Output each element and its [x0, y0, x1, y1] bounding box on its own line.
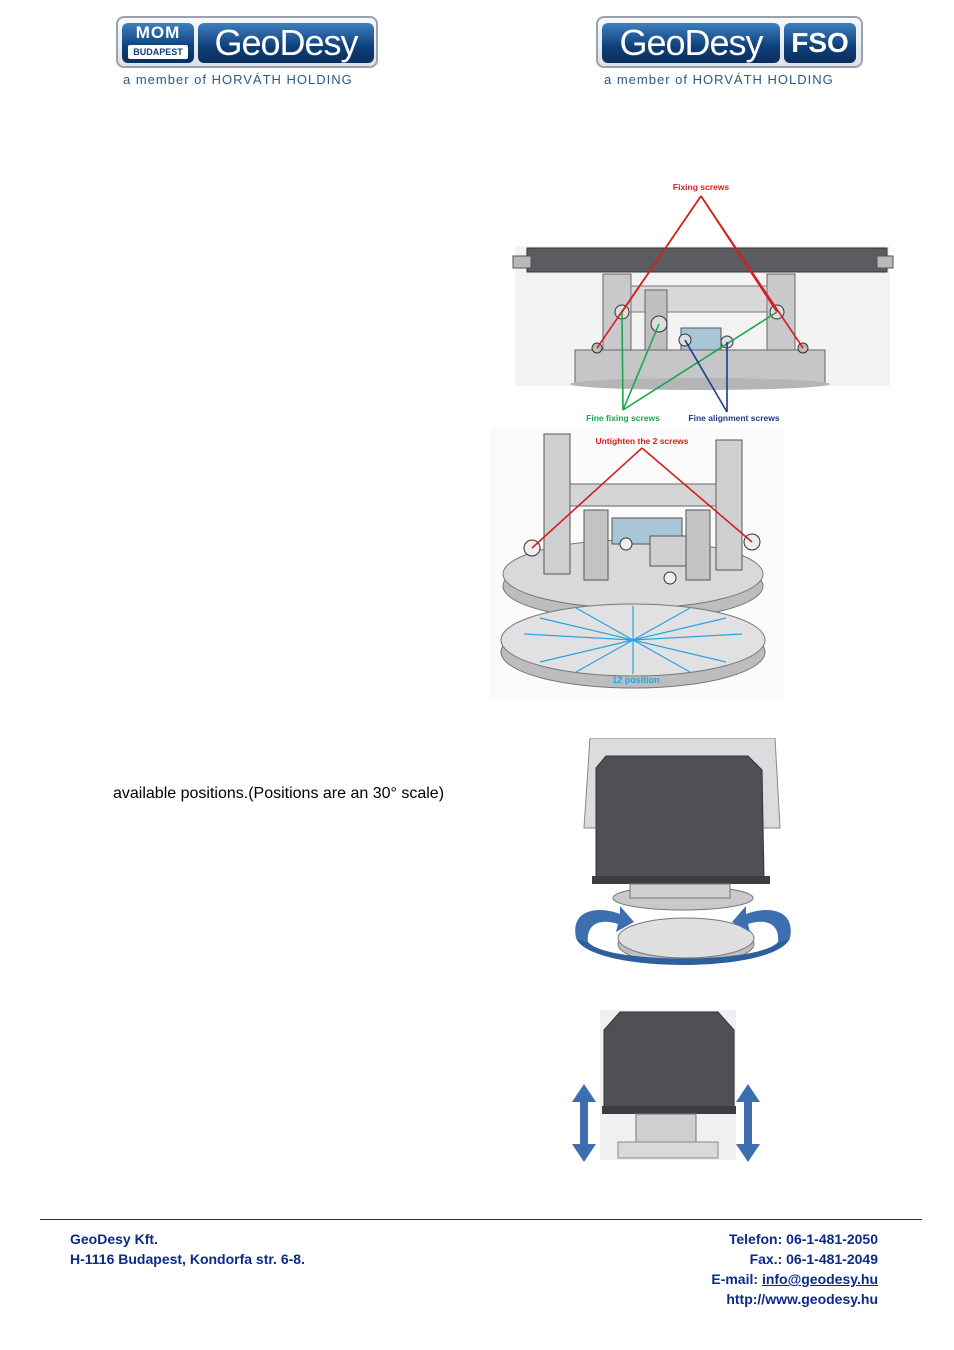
email-link[interactable]: info@geodesy.hu [761, 1271, 878, 1287]
label-fine-fixing-screws: Fine fixing screws [586, 413, 660, 423]
label-untighten-screws: Untighten the 2 screws [595, 436, 688, 446]
budapest-text: BUDAPEST [128, 45, 188, 59]
phone: Telefon: 06-1-481-2050 [728, 1231, 878, 1247]
twelve-position-spokes [523, 606, 743, 674]
right-logo-tagline: a member of HORVÁTH HOLDING [604, 72, 834, 87]
label-12-position: 12 position [612, 675, 660, 685]
geodesy-fso-logo: GeoDesy FSO [596, 16, 863, 68]
footer-contact-block: Telefon: 06-1-481-2050 Fax.: 06-1-481-20… [711, 1229, 878, 1309]
geodesy-wordmark: GeoDesy [198, 23, 374, 63]
email-label: E-mail: [711, 1271, 762, 1287]
geodesy-mom-logo: MOM BUDAPEST GeoDesy [116, 16, 378, 68]
website-link[interactable]: http://www.geodesy.hu [726, 1291, 878, 1307]
up-down-arrow-left [572, 1084, 596, 1162]
mom-text: MOM [135, 23, 181, 42]
email-line: E-mail: info@geodesy.hu [711, 1269, 878, 1289]
footer-divider [40, 1219, 922, 1220]
company-address: H-1116 Budapest, Kondorfa str. 6-8. [70, 1251, 305, 1267]
rotate-left-arrow [575, 906, 634, 942]
positions-description: available positions.(Positions are an 30… [113, 785, 445, 802]
label-fine-alignment-screws: Fine alignment screws [688, 413, 779, 423]
up-down-arrow-right [736, 1084, 760, 1162]
fso-badge: FSO [784, 23, 856, 63]
left-logo-tagline: a member of HORVÁTH HOLDING [123, 72, 353, 87]
company-name: GeoDesy Kft. [70, 1231, 158, 1247]
label-fixing-screws: Fixing screws [673, 182, 729, 192]
mom-budapest-badge: MOM BUDAPEST [122, 23, 194, 63]
figure-rotation [570, 738, 796, 972]
mount-top-rail [526, 247, 888, 273]
figure-vertical-adjust [572, 1010, 760, 1162]
footer-company-block: GeoDesy Kft. H-1116 Budapest, Kondorfa s… [70, 1229, 305, 1269]
fax: Fax.: 06-1-481-2049 [749, 1251, 878, 1267]
rotate-right-arrow [732, 906, 791, 942]
figure-mount-screws: Fixing screws Fine fixing screws Fine al… [512, 182, 894, 423]
figure-base-plates: Untighten the 2 screws 12 position [490, 426, 784, 698]
geodesy-fso-wordmark: GeoDesy [602, 23, 780, 63]
